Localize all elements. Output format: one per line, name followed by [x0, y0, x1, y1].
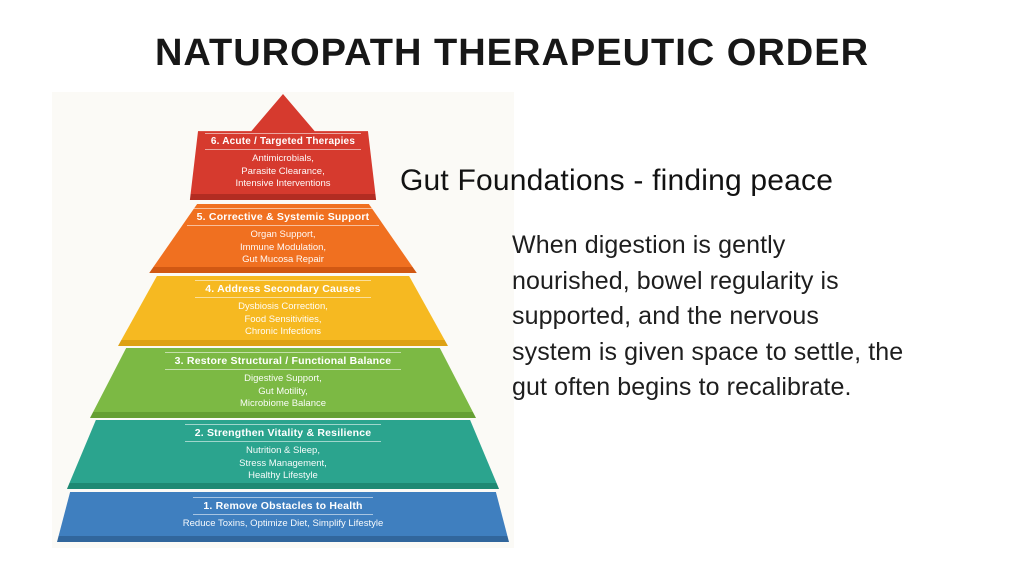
aside-body: When digestion is gently nourished, bowe…: [512, 231, 904, 401]
tier-content: 3. Restore Structural / Functional Balan…: [90, 348, 476, 418]
pyramid-tier-strengthen-vitality-resilience: 2. Strengthen Vitality & Resilience Nutr…: [66, 420, 500, 489]
tier-lines: Dysbiosis Correction, Food Sensitivities…: [238, 301, 328, 339]
tier-line: Reduce Toxins, Optimize Diet, Simplify L…: [182, 518, 384, 529]
pyramid-tier-address-secondary-causes: 4. Address Secondary Causes Dysbiosis Co…: [118, 276, 448, 346]
tier-line: Organ Support,: [250, 229, 316, 240]
tier-content: 6. Acute / Targeted Therapies Antimicrob…: [190, 94, 376, 200]
aside-heading: Gut Foundations - finding peace: [400, 164, 834, 197]
tier-content: 2. Strengthen Vitality & Resilience Nutr…: [67, 420, 499, 489]
tier-lines: Reduce Toxins, Optimize Diet, Simplify L…: [183, 518, 383, 531]
tier-content: 5. Corrective & Systemic Support Organ S…: [149, 204, 417, 273]
pyramid-tier-restore-structural-functional-balance: 3. Restore Structural / Functional Balan…: [89, 348, 477, 418]
tier-line: Stress Management,: [239, 457, 327, 469]
tier-line: Food Sensitivities,: [244, 313, 322, 325]
therapeutic-order-pyramid: 6. Acute / Targeted Therapies Antimicrob…: [57, 94, 509, 544]
tier-lines: Antimicrobials, Parasite Clearance, Inte…: [235, 153, 330, 191]
tier-title: 5. Corrective & Systemic Support: [186, 208, 380, 226]
tier-line: Nutrition & Sleep,: [246, 445, 320, 456]
tier-line: Chronic Infections: [244, 326, 322, 338]
tier-line: Immune Modulation,: [239, 241, 327, 253]
tier-line: Antimicrobials,: [252, 153, 314, 164]
tier-content: 4. Address Secondary Causes Dysbiosis Co…: [118, 276, 448, 346]
tier-title: 3. Restore Structural / Functional Balan…: [164, 352, 402, 370]
page-title: NATUROPATH THERAPEUTIC ORDER: [154, 32, 870, 74]
pyramid-tier-remove-obstacles-to-health: 1. Remove Obstacles to Health Reduce Tox…: [57, 492, 509, 542]
tier-line: Healthy Lifestyle: [248, 470, 318, 482]
tier-line: Parasite Clearance,: [241, 165, 325, 177]
tier-lines: Nutrition & Sleep, Stress Management, He…: [239, 445, 327, 483]
tier-line: Digestive Support,: [244, 373, 322, 384]
tier-lines: Organ Support, Immune Modulation, Gut Mu…: [240, 229, 326, 267]
pyramid-tier-corrective-systemic-support: 5. Corrective & Systemic Support Organ S…: [149, 204, 417, 273]
tier-line: Gut Mucosa Repair: [242, 254, 324, 266]
tier-line: Gut Motility,: [258, 385, 308, 397]
tier-title: 6. Acute / Targeted Therapies: [204, 133, 362, 150]
tier-title: 4. Address Secondary Causes: [195, 280, 371, 298]
tier-content: 1. Remove Obstacles to Health Reduce Tox…: [57, 492, 509, 542]
tier-title: 1. Remove Obstacles to Health: [193, 497, 373, 515]
tier-line: Dysbiosis Correction,: [238, 301, 328, 312]
tier-line: Microbiome Balance: [239, 398, 327, 410]
tier-lines: Digestive Support, Gut Motility, Microbi…: [240, 373, 326, 411]
tier-line: Intensive Interventions: [235, 178, 331, 190]
tier-title: 2. Strengthen Vitality & Resilience: [184, 424, 382, 442]
